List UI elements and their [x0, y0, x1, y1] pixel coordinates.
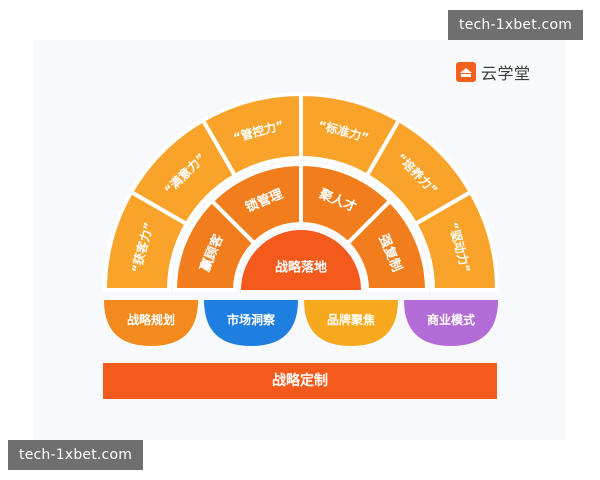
base-label: 战略定制: [272, 372, 328, 389]
outer-ring-segment: [412, 189, 500, 292]
watermark-top: tech-1xbet.com: [448, 10, 584, 40]
brand-icon: [456, 62, 476, 82]
middle-ring-segment: [344, 198, 430, 292]
watermark-bottom: tech-1xbet.com: [8, 440, 144, 470]
pillar-block: [304, 300, 398, 346]
core-semicircle: [241, 230, 361, 290]
pillar-block: [404, 300, 498, 346]
pillar-block: [104, 300, 198, 346]
brand-logo: 云学堂: [456, 60, 531, 84]
pillar-block: [204, 300, 298, 346]
brand-name: 云学堂: [481, 64, 531, 83]
pillar-label: 商业模式: [427, 312, 475, 327]
base-bar: [103, 363, 497, 399]
pillar-label: 战略规划: [127, 312, 175, 327]
pillar-label: 品牌聚焦: [327, 312, 375, 327]
pillar-label: 市场洞察: [227, 312, 276, 327]
core-label: 战略落地: [275, 260, 327, 276]
